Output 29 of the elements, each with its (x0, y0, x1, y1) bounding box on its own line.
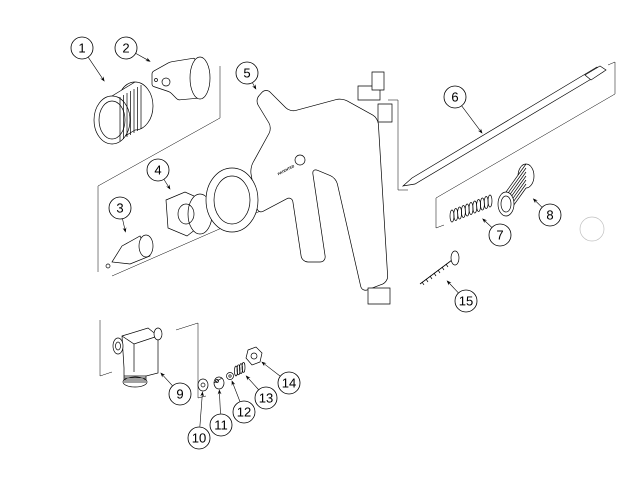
callout-number: 9 (168, 382, 192, 406)
callout-number: 6 (444, 86, 466, 108)
callout-number: 3 (108, 196, 132, 220)
callout-number: 1 (70, 36, 94, 60)
part-drawing (226, 372, 234, 380)
callout-number: 8 (538, 204, 562, 226)
callout-number: 12 (232, 400, 256, 424)
part-drawing (450, 194, 492, 222)
part-drawing (152, 56, 210, 100)
callout-number: 5 (236, 62, 258, 84)
callout-number: 4 (146, 158, 170, 182)
empty-circle (580, 216, 604, 242)
part-drawing (106, 234, 154, 268)
callout-number: 7 (488, 224, 512, 246)
part-drawing (214, 376, 224, 390)
part-drawing (498, 164, 534, 216)
part-drawing (420, 250, 460, 286)
callout-number: 13 (254, 386, 278, 410)
part-drawing (94, 82, 154, 144)
part-drawing (234, 362, 246, 376)
callout-number: 14 (278, 372, 300, 394)
callout-number: 2 (114, 36, 138, 60)
callout-number: 15 (454, 290, 478, 312)
part-drawing (166, 192, 212, 236)
part-drawing (246, 346, 262, 366)
part-drawing (112, 328, 162, 388)
part-drawing (198, 378, 208, 392)
callout-number: 10 (188, 426, 210, 450)
callout-number: 11 (210, 414, 232, 436)
